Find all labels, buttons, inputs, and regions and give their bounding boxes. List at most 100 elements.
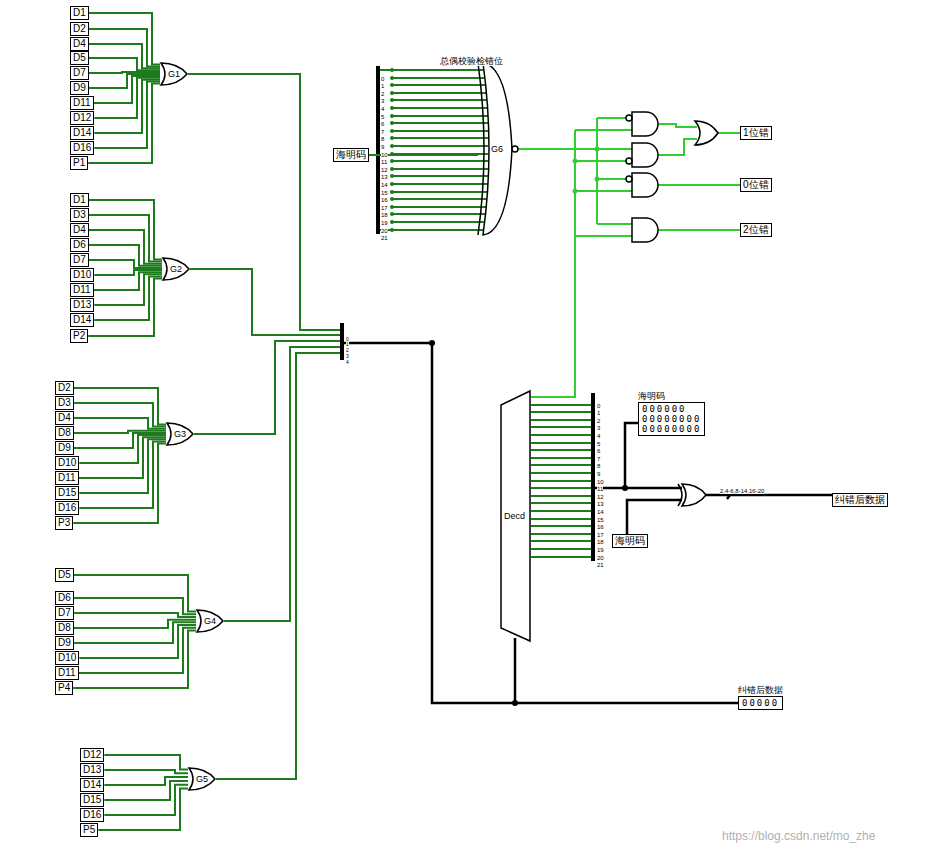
bit-index: 1 xyxy=(381,83,384,89)
tunnel-name: D3 xyxy=(73,209,86,220)
tunnel-name: D13 xyxy=(83,764,101,775)
bit-index: 5 xyxy=(597,441,600,447)
tunnel-name: D5 xyxy=(73,52,86,63)
tunnel-name: D12 xyxy=(73,112,91,123)
or-gate: G5 xyxy=(188,767,216,791)
tunnel-name: D16 xyxy=(73,142,91,153)
tunnel-name: D16 xyxy=(83,809,101,820)
tunnel-name: D9 xyxy=(73,82,86,93)
tunnel-name: D7 xyxy=(73,67,86,78)
tunnel-name: D10 xyxy=(73,269,91,280)
bit-index: 2 xyxy=(597,418,600,424)
wire-connector xyxy=(94,82,160,148)
bit-index: 8 xyxy=(381,136,384,142)
pin-name: 0位错 xyxy=(743,179,769,190)
note-label: 总偶校验检错位 xyxy=(440,56,503,66)
tunnel-name: D11 xyxy=(73,284,91,295)
tunnel-label: D7 xyxy=(55,606,74,620)
probe-value: 00000000 xyxy=(642,424,701,434)
bit-index: 9 xyxy=(381,144,384,150)
tunnel-label: D1 xyxy=(70,193,89,207)
wire-connector xyxy=(79,625,196,658)
bit-index: 20 xyxy=(597,555,604,561)
tunnel-label: D16 xyxy=(80,808,104,822)
decoder-outline xyxy=(501,391,530,641)
decoder: Decd xyxy=(500,390,531,642)
bit-index: 16 xyxy=(597,524,604,530)
tunnel-label: D13 xyxy=(80,763,104,777)
output-pin: 纠错后数据 xyxy=(832,493,888,507)
bit-index: 8 xyxy=(597,463,600,469)
bit-index: 21 xyxy=(381,235,388,241)
probe-heading: 海明码 xyxy=(638,391,705,402)
tunnel-label: D4 xyxy=(55,411,74,425)
or-gate: G2 xyxy=(162,257,190,281)
annotation: 2,4-6,8-14,16-20 xyxy=(720,479,764,497)
bit-index: 12 xyxy=(381,167,388,173)
bit-index: 10 xyxy=(381,152,388,158)
tunnel-name: D7 xyxy=(73,254,86,265)
tunnel-name: D6 xyxy=(58,592,71,603)
tunnel-label: P1 xyxy=(70,156,88,170)
bit-index: 11 xyxy=(381,159,387,165)
or-gate-outline xyxy=(189,768,215,790)
probe-display: 海明码0000000000000000000000 xyxy=(638,391,705,436)
bit-index: 4 xyxy=(597,433,600,439)
probe-display: 纠错后数据 00000 xyxy=(738,685,783,710)
probe-value: 00000 xyxy=(742,698,779,708)
tunnel-label: D7 xyxy=(70,253,89,267)
tunnel-name: D8 xyxy=(58,622,71,633)
bit-index: 5 xyxy=(381,114,384,120)
tunnel-name: D4 xyxy=(73,38,86,49)
tunnel-name: P1 xyxy=(73,157,85,168)
probe-heading: 纠错后数据 xyxy=(738,685,783,696)
wire-connector xyxy=(79,441,166,508)
tunnel-label: D16 xyxy=(70,141,94,155)
output-pin: 2位错 xyxy=(740,223,772,237)
tunnel-label: D10 xyxy=(55,456,79,470)
tunnel-label: D9 xyxy=(55,441,74,455)
bit-index: 18 xyxy=(381,212,388,218)
tunnel-name: D2 xyxy=(58,382,71,393)
wire-connector xyxy=(73,631,196,689)
watermark: https://blog.csdn.net/mo_zhe xyxy=(722,829,875,843)
bit-index: 21 xyxy=(597,562,604,568)
tunnel-label: D9 xyxy=(55,636,74,650)
bit-index: 15 xyxy=(597,517,604,523)
wire-connector xyxy=(98,789,188,831)
tunnel-label: D6 xyxy=(55,591,74,605)
tunnel-label: P2 xyxy=(70,329,88,343)
tunnel-label: D6 xyxy=(70,238,89,252)
tunnel-label: D15 xyxy=(80,793,104,807)
bit-index: 4 xyxy=(381,106,384,112)
tunnel-name: D8 xyxy=(58,427,71,438)
wire-connector xyxy=(88,84,160,164)
tunnel-label: D11 xyxy=(70,283,94,297)
tunnel-name: 海明码 xyxy=(615,535,645,546)
tunnel-label: D8 xyxy=(55,621,74,635)
output-pin: 1位错 xyxy=(740,126,772,140)
bit-index: 20 xyxy=(381,228,388,234)
tunnel-label: P5 xyxy=(80,823,98,837)
xnor-gate-back xyxy=(478,63,484,235)
wire-connector xyxy=(73,444,166,524)
tunnel-label: D2 xyxy=(70,22,89,36)
bit-index: 3 xyxy=(381,98,384,104)
bit-index: 0 xyxy=(597,403,600,409)
tunnel-label: D12 xyxy=(70,111,94,125)
tunnel-name: D15 xyxy=(58,487,76,498)
tunnel-name: D9 xyxy=(58,442,71,453)
bit-index: 15 xyxy=(381,190,388,196)
or-gate: G1 xyxy=(160,62,188,86)
tunnel-name: D11 xyxy=(58,667,76,678)
probe-box: 0000000000000000000000 xyxy=(638,402,705,436)
tunnel-name: D5 xyxy=(58,569,71,580)
wire-connector xyxy=(94,276,162,320)
bit-index: 1 xyxy=(597,410,600,416)
tunnel-name: P5 xyxy=(83,824,95,835)
wire-connector xyxy=(74,575,196,612)
bit-index: 9 xyxy=(597,471,600,477)
or-gate-outline xyxy=(163,258,189,280)
bit-index: 12 xyxy=(597,494,604,500)
tunnel-label: D7 xyxy=(70,66,89,80)
